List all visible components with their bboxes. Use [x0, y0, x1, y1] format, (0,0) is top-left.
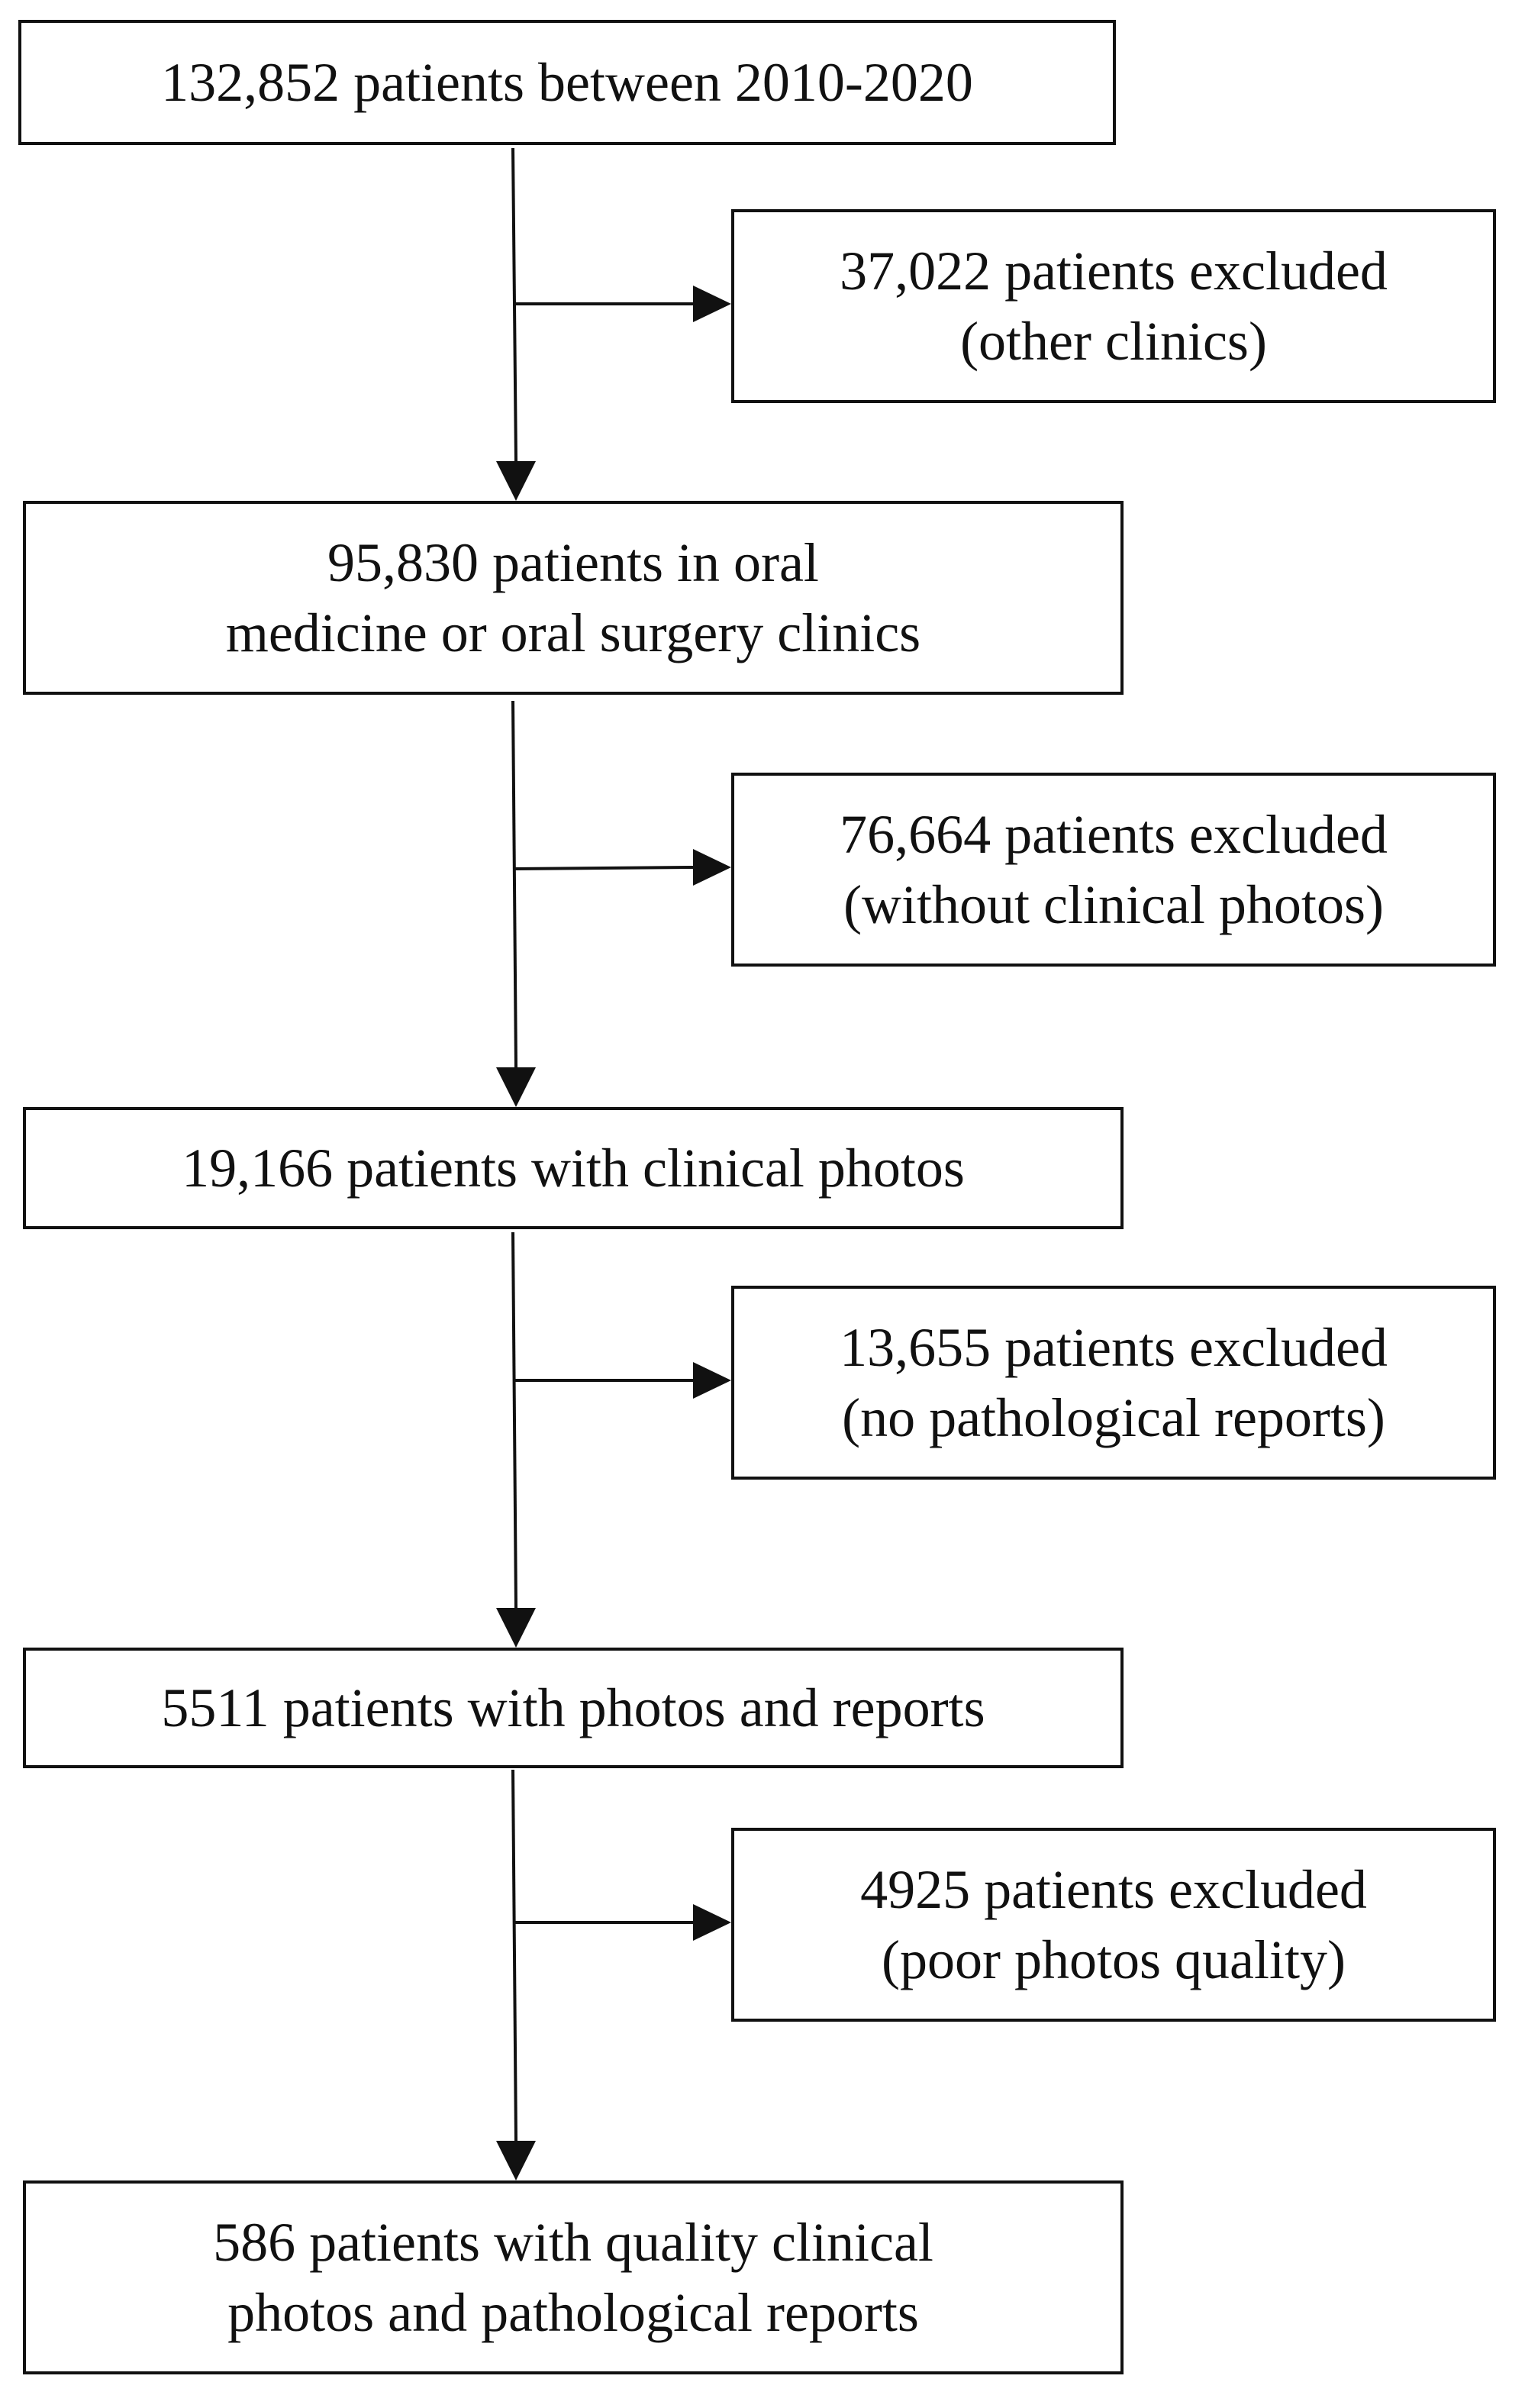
exclusion-arrowhead-1 [693, 286, 731, 322]
main-arrowhead-1 [496, 461, 536, 501]
excluded-other-clinics-box: 37,022 patients excluded (other clinics) [731, 209, 1496, 403]
oral-clinics-patients-box: 95,830 patients in oral medicine or oral… [23, 501, 1124, 695]
total-patients-text: 132,852 patients between 2010-2020 [161, 52, 973, 113]
final-cohort-box: 586 patients with quality clinical photo… [23, 2180, 1124, 2374]
clinical-photos-patients-box: 19,166 patients with clinical photos [23, 1107, 1124, 1229]
exclusion-arrowhead-3 [693, 1362, 731, 1399]
exclusion-arrowhead-2 [693, 849, 731, 886]
excluded-no-reports-box: 13,655 patients excluded (no pathologica… [731, 1286, 1496, 1480]
main-arrowhead-2 [496, 1067, 536, 1107]
oral-clinics-patients-text-line-2: medicine or oral surgery clinics [225, 602, 921, 663]
excluded-without-photos-reason: (without clinical photos) [843, 874, 1384, 935]
excluded-poor-quality-count: 4925 patients excluded [860, 1859, 1367, 1920]
excluded-other-clinics-reason: (other clinics) [960, 311, 1267, 372]
exclusion-arrowhead-4 [693, 1904, 731, 1941]
oral-clinics-patients-text-line-1: 95,830 patients in oral [327, 532, 819, 593]
excluded-without-photos-box: 76,664 patients excluded (without clinic… [731, 773, 1496, 967]
clinical-photos-patients-text: 19,166 patients with clinical photos [182, 1138, 965, 1199]
photos-and-reports-patients-text: 5511 patients with photos and reports [161, 1677, 985, 1738]
excluded-poor-quality-reason: (poor photos quality) [882, 1929, 1346, 1990]
main-flow-line-3 [511, 1231, 517, 1609]
excluded-no-reports-reason: (no pathological reports) [842, 1387, 1385, 1448]
excluded-no-reports-count: 13,655 patients excluded [840, 1317, 1388, 1378]
total-patients-box: 132,852 patients between 2010-2020 [18, 20, 1116, 145]
main-flow-line-4 [511, 1769, 517, 2142]
main-arrowhead-4 [496, 2141, 536, 2180]
excluded-without-photos-count: 76,664 patients excluded [840, 804, 1388, 865]
main-arrowhead-3 [496, 1608, 536, 1648]
excluded-poor-quality-box: 4925 patients excluded (poor photos qual… [731, 1828, 1496, 2022]
final-cohort-text-line-1: 586 patients with quality clinical [213, 2212, 933, 2273]
final-cohort-text-line-2: photos and pathological reports [227, 2282, 919, 2343]
excluded-other-clinics-count: 37,022 patients excluded [840, 240, 1388, 302]
photos-and-reports-patients-box: 5511 patients with photos and reports [23, 1648, 1124, 1768]
main-flow-line-2 [511, 700, 517, 1068]
exclusion-branch-line-2 [514, 866, 694, 870]
